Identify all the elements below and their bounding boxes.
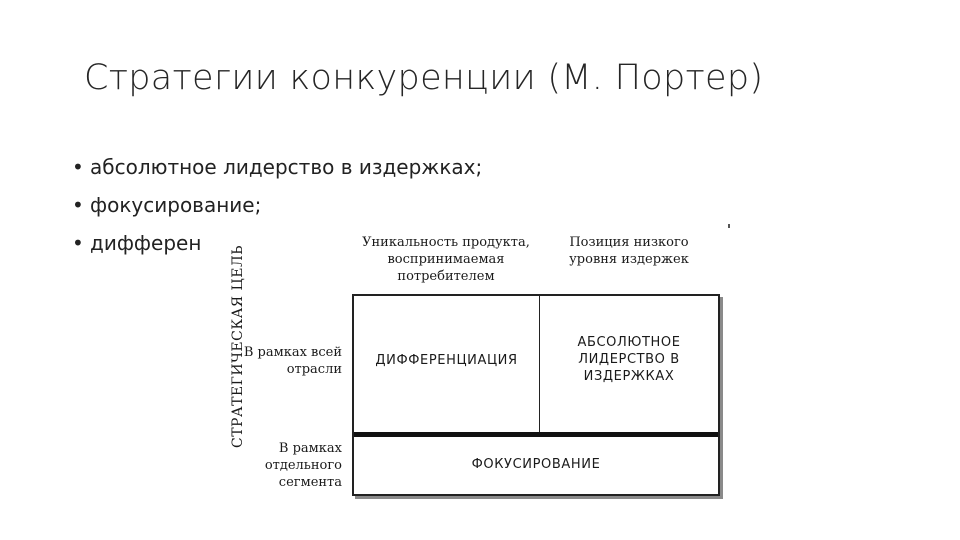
bullet-item: •фокусирование; [72,186,482,224]
bullet-marker: • [72,193,84,217]
image-edge-mark [728,224,730,228]
column-header-uniqueness: Уникальность продукта, воспринимаемая по… [362,235,530,284]
strategy-matrix: ДИФФЕРЕНЦИАЦИЯ АБСОЛЮТНОЕ ЛИДЕРСТВО В ИЗ… [352,294,720,496]
cell-cost-leadership: АБСОЛЮТНОЕ ЛИДЕРСТВО В ИЗДЕРЖКАХ [577,335,681,384]
bullet-marker: • [72,155,84,179]
row-label-segment: В рамках отдельного сегмента [264,441,342,490]
matrix-divider-vertical [539,296,540,434]
bullet-item: •дифферен [72,224,482,262]
column-header-low-cost: Позиция низкого уровня издержек [569,235,689,267]
bullet-text: фокусирование; [90,193,262,217]
bullet-list: •абсолютное лидерство в издержках; •фоку… [72,148,482,262]
bullet-item: •абсолютное лидерство в издержках; [72,148,482,186]
row-label-whole-industry: В рамках всей отрасли [243,345,342,377]
slide-title: Стратегии конкуренции (М. Портер) [84,58,764,98]
cell-focus: ФОКУСИРОВАНИЕ [471,457,601,472]
matrix-divider-horizontal [354,432,718,437]
cell-differentiation: ДИФФЕРЕНЦИАЦИЯ [375,353,518,368]
bullet-text: дифферен [90,231,202,255]
bullet-marker: • [72,231,84,255]
bullet-text: абсолютное лидерство в издержках; [90,155,483,179]
porter-strategy-diagram: Уникальность продукта, воспринимаемая по… [202,224,736,504]
